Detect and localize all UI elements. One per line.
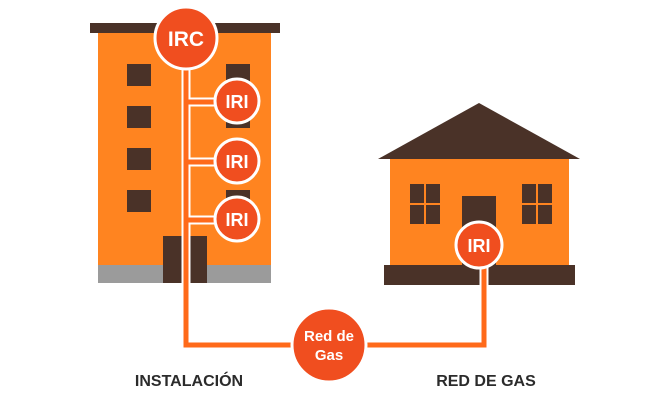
iri-node-floor-1: IRI bbox=[213, 195, 261, 243]
red-gas-label-line1: Red de bbox=[304, 328, 354, 345]
iri-label: IRI bbox=[225, 92, 248, 112]
caption-instalacion: INSTALACIÓN bbox=[135, 371, 243, 390]
iri-node-floor-2: IRI bbox=[213, 137, 261, 185]
iri-label: IRI bbox=[225, 210, 248, 230]
iri-node-floor-3: IRI bbox=[213, 77, 261, 125]
house-roof bbox=[378, 103, 580, 159]
irc-node: IRC bbox=[153, 5, 219, 71]
iri-label: IRI bbox=[225, 152, 248, 172]
red-gas-label-line2: Gas bbox=[315, 347, 343, 364]
caption-red-de-gas: RED DE GAS bbox=[436, 373, 536, 390]
iri-label: IRI bbox=[467, 236, 490, 256]
building-window bbox=[127, 190, 151, 212]
building-window bbox=[127, 148, 151, 170]
building-window bbox=[127, 64, 151, 86]
iri-node-house: IRI bbox=[454, 220, 504, 270]
red-de-gas-node: Red de Gas bbox=[290, 306, 368, 384]
irc-label: IRC bbox=[168, 28, 204, 51]
building-window bbox=[127, 106, 151, 128]
